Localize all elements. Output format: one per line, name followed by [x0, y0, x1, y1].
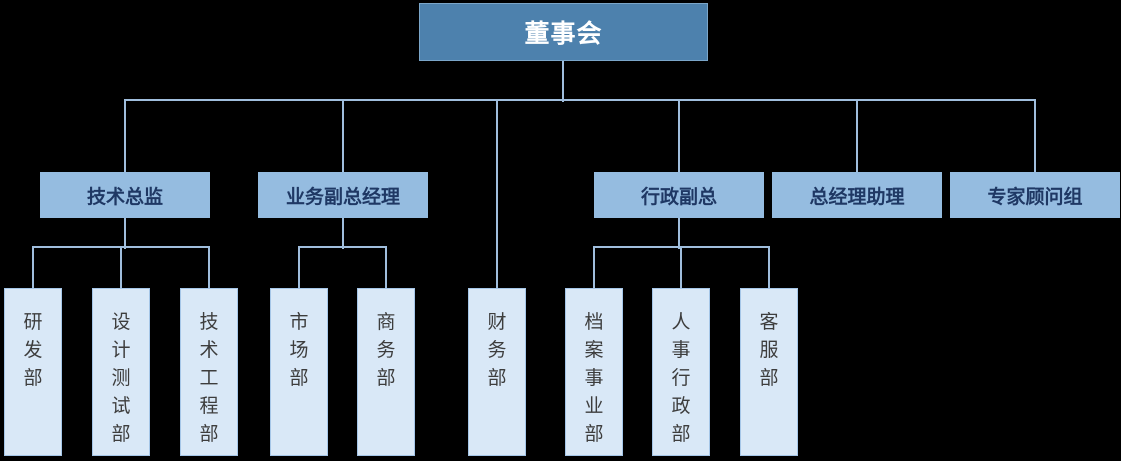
vertical-char: 务	[376, 340, 396, 361]
node-rd-dept[interactable]: 研发部	[4, 288, 62, 456]
parent-stub	[124, 218, 126, 249]
node-expert-advisors[interactable]: 专家顾问组	[950, 172, 1120, 218]
child-stub	[385, 247, 387, 288]
vertical-char: 计	[111, 340, 131, 361]
vertical-char: 服	[759, 340, 779, 361]
parent-stub	[678, 218, 680, 249]
vertical-char: 市	[289, 312, 309, 333]
node-tech-engineering-dept[interactable]: 技术工程部	[180, 288, 238, 456]
node-commerce-dept[interactable]: 商务部	[357, 288, 415, 456]
vertical-char: 部	[487, 368, 507, 389]
direct-child-stub	[496, 100, 498, 288]
vertical-char: 案	[584, 340, 604, 361]
vertical-char: 档	[584, 312, 604, 333]
level2-stub	[1034, 100, 1036, 172]
child-stub	[208, 247, 210, 288]
node-marketing-dept[interactable]: 市场部	[270, 288, 328, 456]
vertical-char: 事	[584, 368, 604, 389]
child-stub	[298, 247, 300, 288]
node-board[interactable]: 董事会	[419, 3, 708, 61]
parent-stub	[342, 218, 344, 249]
root-stub	[562, 61, 564, 102]
vertical-char: 场	[289, 340, 309, 361]
child-stub	[32, 247, 34, 288]
vertical-char: 试	[111, 396, 131, 417]
vertical-char: 人	[671, 312, 691, 333]
vertical-char: 客	[759, 312, 779, 333]
child-stub	[120, 247, 122, 288]
vertical-char: 财	[487, 312, 507, 333]
vertical-char: 部	[671, 424, 691, 445]
node-hr-admin-dept[interactable]: 人事行政部	[652, 288, 710, 456]
vertical-char: 测	[111, 368, 131, 389]
child-stub	[680, 247, 682, 288]
child-stub	[593, 247, 595, 288]
level2-stub	[342, 100, 344, 172]
node-admin-vp[interactable]: 行政副总	[594, 172, 764, 218]
vertical-char: 设	[111, 312, 131, 333]
node-business-vp[interactable]: 业务副总经理	[258, 172, 428, 218]
vertical-char: 事	[671, 340, 691, 361]
child-stub	[768, 247, 770, 288]
vertical-char: 技	[199, 312, 219, 333]
vertical-char: 部	[759, 368, 779, 389]
vertical-char: 部	[376, 368, 396, 389]
node-archives-dept[interactable]: 档案事业部	[565, 288, 623, 456]
vertical-char: 工	[199, 368, 219, 389]
node-finance-dept[interactable]: 财务部	[468, 288, 526, 456]
vertical-char: 务	[487, 340, 507, 361]
level2-stub	[856, 100, 858, 172]
level2-stub	[124, 100, 126, 172]
vertical-char: 部	[584, 424, 604, 445]
node-customer-service-dept[interactable]: 客服部	[740, 288, 798, 456]
vertical-char: 术	[199, 340, 219, 361]
vertical-char: 部	[111, 424, 131, 445]
vertical-char: 部	[289, 368, 309, 389]
level1-horizontal-rail	[124, 99, 1036, 101]
node-design-testing-dept[interactable]: 设计测试部	[92, 288, 150, 456]
vertical-char: 发	[23, 340, 43, 361]
vertical-char: 商	[376, 312, 396, 333]
node-tech-director[interactable]: 技术总监	[40, 172, 210, 218]
vertical-char: 部	[199, 424, 219, 445]
node-gm-assistant[interactable]: 总经理助理	[772, 172, 942, 218]
level2-stub	[678, 100, 680, 172]
vertical-char: 研	[23, 312, 43, 333]
vertical-char: 行	[671, 368, 691, 389]
vertical-char: 程	[199, 396, 219, 417]
vertical-char: 业	[584, 396, 604, 417]
vertical-char: 部	[23, 368, 43, 389]
level2-horizontal-rail	[298, 246, 387, 248]
vertical-char: 政	[671, 396, 691, 417]
